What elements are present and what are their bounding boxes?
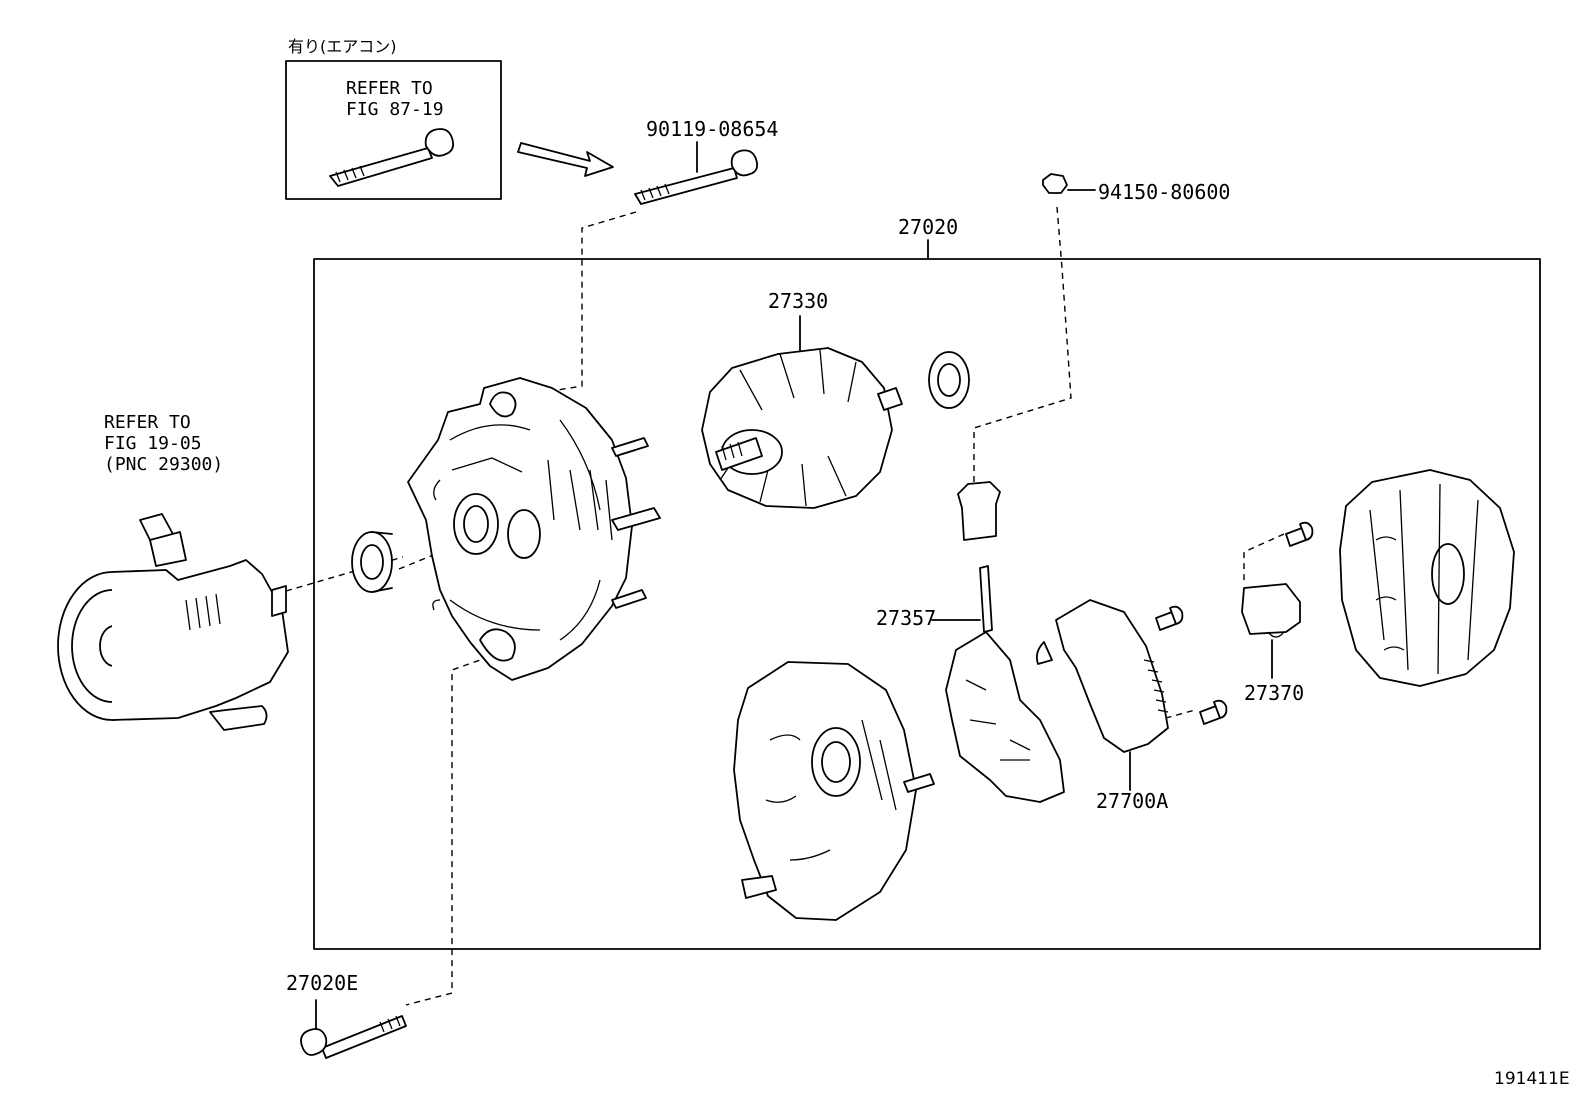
insulator-drawing [957,481,1001,541]
ac-refer-line1: REFER TO [346,78,433,99]
screw-b-drawing [1199,699,1228,725]
part-label-27330[interactable]: 27330 [768,289,829,313]
part-label-27700A[interactable]: 27700A [1096,789,1169,813]
ac-bolt-drawing [329,128,455,187]
figure-id: 191411E [1494,1069,1570,1089]
pump-refer-line3[interactable]: (PNC 29300) [104,454,224,475]
bearing-drawing [351,531,393,593]
regulator-27700A-drawing [1035,599,1169,791]
part-label-90119-08654[interactable]: 90119-08654 [646,117,779,141]
bolt-27020E-drawing [300,999,407,1059]
drive-end-frame-drawing [407,377,661,681]
pump-refer-line2[interactable]: FIG 19-05 [104,433,202,454]
part-label-27020E[interactable]: 27020E [286,971,359,995]
header-note: 有り(エアコン) [288,37,397,56]
part-label-27357[interactable]: 27357 [876,606,937,630]
part-label-27020[interactable]: 27020 [898,215,959,239]
brush-holder-27357-drawing [931,565,1065,803]
ac-refer-line2[interactable]: FIG 87-19 [346,99,444,120]
pump-refer-line1: REFER TO [104,412,191,433]
assembly-box-27020 [313,258,1541,950]
bolt-90119-drawing [634,141,759,205]
spacer-ring-drawing [928,351,970,409]
ac-refer-box [285,60,502,200]
screw-a-drawing [1155,605,1184,631]
part-label-94150-80600[interactable]: 94150-80600 [1098,180,1231,204]
rectifier-end-frame-drawing [733,661,935,921]
rotor-27330-drawing [701,315,903,509]
part-label-27370[interactable]: 27370 [1244,681,1305,705]
direction-arrow [517,142,614,177]
pump-assembly-drawing [57,513,289,731]
terminal-insulator-27370-drawing [1241,583,1301,679]
rear-cover-drawing [1339,469,1515,687]
screw-c-drawing [1285,521,1314,547]
nut-94150-drawing [1042,173,1096,194]
